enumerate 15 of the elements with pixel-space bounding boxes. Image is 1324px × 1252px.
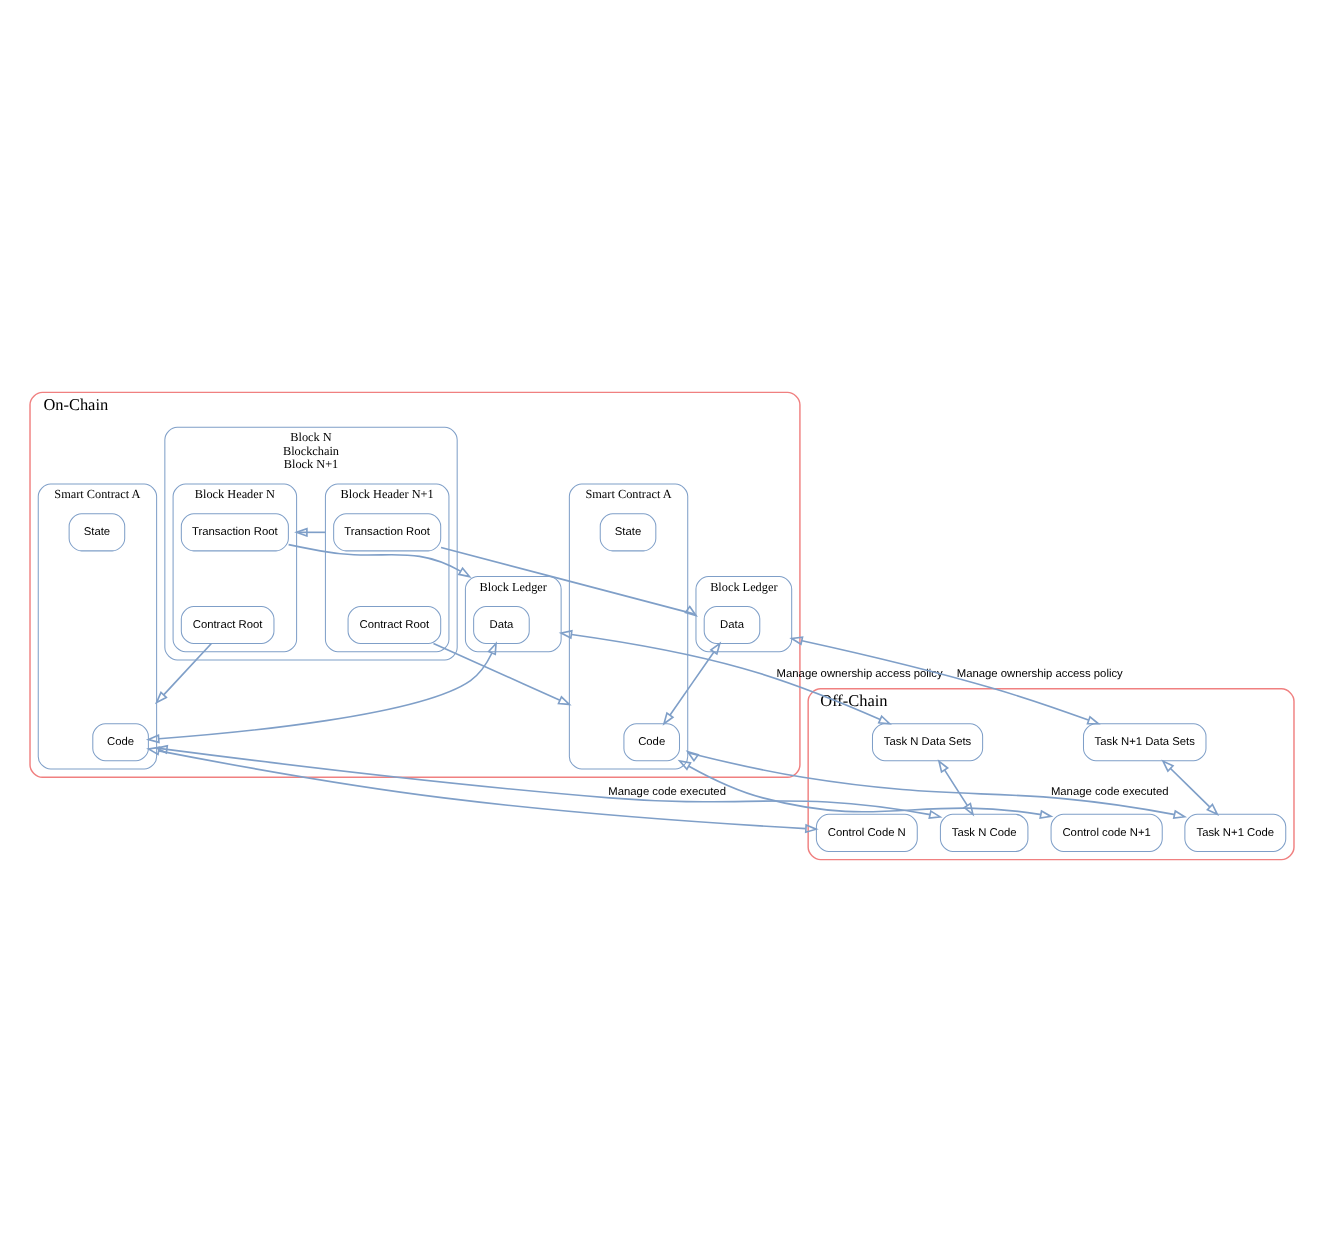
arrow — [154, 744, 943, 820]
arrow — [146, 746, 819, 834]
arrow — [154, 642, 213, 705]
arrow — [677, 759, 1054, 820]
arrow — [685, 750, 1188, 820]
arrow — [937, 759, 975, 817]
arrow — [558, 629, 892, 725]
arrow — [789, 636, 1101, 725]
arrow — [287, 543, 472, 578]
arrow — [440, 546, 698, 617]
arrow — [294, 527, 327, 538]
arrow — [1161, 759, 1220, 817]
arrow — [145, 641, 497, 744]
arrow — [432, 642, 572, 706]
arrow — [662, 641, 722, 726]
